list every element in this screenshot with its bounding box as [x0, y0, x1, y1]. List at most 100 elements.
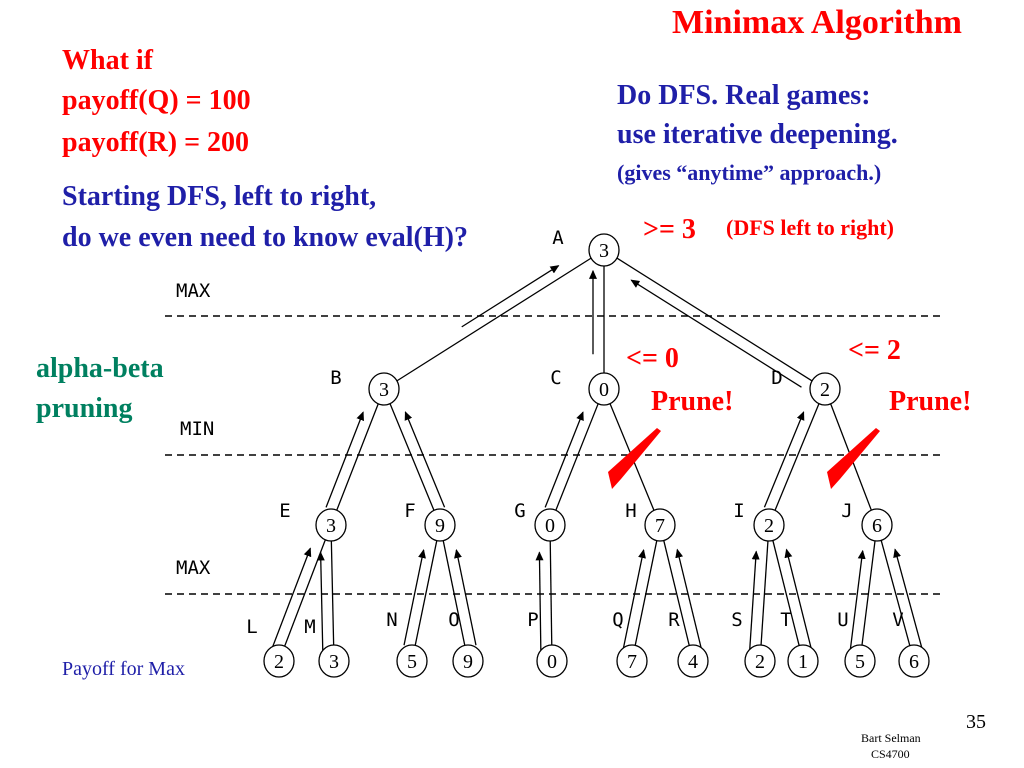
node-circle — [536, 644, 568, 678]
tree-node-b: 3B — [330, 367, 400, 406]
payoff-label: Payoff for Max — [62, 658, 185, 680]
node-value: 0 — [547, 651, 557, 673]
node-value: 0 — [545, 515, 555, 537]
node-value: 3 — [326, 515, 336, 537]
node-letter: F — [404, 500, 415, 522]
tree-edge-J-U — [861, 539, 876, 647]
node-letter: P — [527, 609, 538, 631]
tree-node-j: 6J — [841, 500, 893, 542]
tree-node-c: 0C — [550, 367, 620, 406]
node-letter: O — [448, 609, 459, 631]
tree-node-v: 6V — [892, 609, 930, 678]
node-value: 5 — [855, 651, 865, 673]
tree-edge-B-E — [335, 402, 380, 512]
node-circle — [753, 508, 785, 542]
node-letter: E — [279, 500, 290, 522]
tree-node-g: 0G — [514, 500, 566, 542]
node-letter: N — [386, 609, 397, 631]
node-circle — [644, 508, 676, 542]
prune-d-label: Prune! — [889, 386, 972, 417]
tree-node-a: 3A — [552, 227, 620, 267]
node-letter: L — [246, 616, 257, 638]
node-circle — [844, 644, 876, 678]
tree-edge-J-V — [880, 539, 911, 647]
tree-edge-B-F — [389, 402, 435, 512]
level-label: MAX — [176, 280, 211, 302]
node-value: 7 — [655, 515, 665, 537]
node-value: 2 — [274, 651, 284, 673]
backup-arrow-U-J — [849, 549, 866, 653]
tree-edge-D-I — [774, 402, 820, 512]
node-value: 1 — [798, 651, 808, 673]
backup-arrow-T-I — [784, 548, 813, 652]
node-letter: D — [771, 367, 782, 389]
node-circle — [787, 644, 819, 678]
node-circle — [396, 644, 428, 678]
tree-edge-F-N — [414, 539, 438, 647]
backup-arrow-Q-H — [621, 549, 646, 653]
c-bound-label: <= 0 — [626, 343, 679, 374]
tree-node-n: 5N — [386, 609, 428, 678]
tree-node-l: 2L — [246, 616, 295, 678]
node-letter: A — [552, 227, 564, 249]
node-letter: H — [625, 500, 636, 522]
node-value: 2 — [820, 379, 830, 401]
d-bound-label: <= 2 — [848, 335, 901, 366]
node-circle — [424, 508, 456, 542]
node-value: 4 — [688, 651, 698, 673]
node-value: 2 — [764, 515, 774, 537]
backup-arrow-I-D — [763, 411, 805, 508]
tree-node-m: 3M — [304, 616, 350, 678]
node-letter: V — [892, 609, 903, 631]
node-circle — [315, 508, 347, 542]
node-circle — [534, 508, 566, 542]
node-letter: Q — [612, 609, 623, 631]
node-value: 3 — [329, 651, 339, 673]
node-value: 6 — [909, 651, 919, 673]
backup-arrow-O-F — [454, 549, 477, 646]
tree-edge-H-Q — [634, 539, 658, 647]
prune-c-label: Prune! — [651, 386, 734, 417]
node-letter: T — [780, 609, 791, 631]
prune-cut-mark — [827, 428, 880, 489]
node-letter: S — [731, 609, 742, 631]
question-line-1: What if — [62, 45, 153, 76]
node-circle — [368, 372, 400, 406]
tree-node-u: 5U — [837, 609, 876, 678]
alpha-beta-line-2: pruning — [36, 393, 133, 424]
dfs-direction-label: (DFS left to right) — [726, 215, 895, 240]
node-value: 9 — [435, 515, 445, 537]
node-value: 5 — [407, 651, 417, 673]
backup-arrow-N-F — [403, 549, 426, 646]
backup-arrow-S-I — [748, 550, 760, 654]
footer-author: Bart Selman — [861, 731, 921, 745]
alpha-beta-line-1: alpha-beta — [36, 353, 164, 384]
node-circle — [318, 644, 350, 678]
backup-arrow-B-A — [461, 265, 560, 328]
node-circle — [809, 372, 841, 406]
node-value: 6 — [872, 515, 882, 537]
tree-node-p: 0P — [527, 609, 568, 678]
node-letter: I — [733, 500, 744, 522]
node-circle — [616, 644, 648, 678]
backup-arrow-G-C — [544, 411, 584, 508]
node-letter: G — [514, 500, 525, 522]
dfs-note-line-3: (gives “anytime” approach.) — [617, 160, 882, 185]
tree-edge-I-S — [760, 539, 769, 647]
node-letter: C — [550, 367, 561, 389]
node-letter: M — [304, 616, 315, 638]
prune-cut-mark — [608, 428, 661, 489]
tree-edge-A-B — [396, 257, 592, 382]
backup-arrow-R-H — [675, 548, 703, 652]
question-line-3: payoff(R) = 200 — [62, 127, 250, 158]
node-circle — [588, 233, 620, 267]
tree-node-i: 2I — [733, 500, 785, 542]
tree-edge-C-G — [554, 402, 600, 512]
dfs-note-line-1: Do DFS. Real games: — [617, 80, 871, 111]
tree-node-r: 4R — [668, 609, 709, 678]
tree-node-d: 2D — [771, 367, 841, 406]
backup-arrow-E-B — [325, 411, 364, 508]
node-circle — [263, 644, 295, 678]
tree-node-e: 3E — [279, 500, 347, 542]
node-circle — [677, 644, 709, 678]
